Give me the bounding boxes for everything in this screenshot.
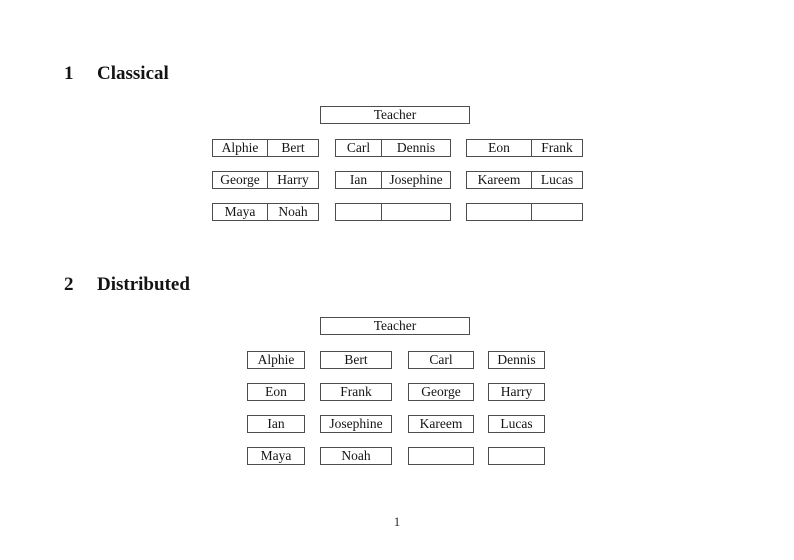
desk: George Harry [212,171,319,189]
teacher-box: Teacher [320,106,470,124]
page-number: 1 [393,514,401,529]
desk: Carl [408,351,474,369]
desk-cell: Carl [346,140,371,155]
desk: Kareem [408,415,474,433]
desk-cell: Josephine [329,416,383,431]
desk-cell: George [220,172,260,187]
desk: Harry [488,383,545,401]
desk: Ian [247,415,305,433]
desk-cell: Bert [344,352,368,367]
desk-cell: Ian [267,416,285,431]
desk-cell-empty [467,204,531,220]
desk-cell: Lucas [531,172,582,188]
desk: Eon [247,383,305,401]
desk-cell: Alphie [221,140,259,155]
desk: Frank [320,383,392,401]
desk [466,203,583,221]
desk-cell: Noah [341,448,371,463]
desk: Dennis [488,351,545,369]
desk-cell-empty [489,448,544,464]
desk-cell: Bert [267,140,318,156]
desk-cell: Frank [340,384,372,399]
desk-cell: Dennis [381,140,450,156]
desk-cell: Lucas [500,416,533,431]
desk: Kareem Lucas [466,171,583,189]
desk-cell-empty [531,204,582,220]
desk: Josephine [320,415,392,433]
desk-cell: Ian [349,172,368,187]
desk: Ian Josephine [335,171,451,189]
section-title: Classical [97,63,169,84]
teacher-label: Teacher [373,107,417,122]
section-number: 1 [64,63,74,84]
desk-cell: Alphie [257,352,295,367]
desk-cell: Maya [224,204,256,219]
desk: Eon Frank [466,139,583,157]
desk: Bert [320,351,392,369]
desk-cell: Eon [488,140,510,155]
desk-cell: Kareem [477,172,521,187]
section-number: 2 [64,274,74,295]
desk-cell-empty [336,204,381,220]
section-title: Distributed [97,274,190,295]
section-heading-distributed: 2 Distributed [64,274,190,296]
desk: Noah [320,447,392,465]
desk: George [408,383,474,401]
desk: Alphie Bert [212,139,319,157]
desk-cell-empty [409,448,473,464]
desk-cell: Maya [260,448,292,463]
desk: Lucas [488,415,545,433]
desk [335,203,451,221]
desk: Maya Noah [212,203,319,221]
desk [488,447,545,465]
desk: Alphie [247,351,305,369]
section-heading-classical: 1 Classical [64,63,169,85]
teacher-box: Teacher [320,317,470,335]
desk-cell: Harry [500,384,533,399]
desk-cell: Josephine [381,172,450,188]
desk-cell-empty [381,204,450,220]
desk-cell: Noah [267,204,318,220]
desk-cell: Frank [531,140,582,156]
desk: Carl Dennis [335,139,451,157]
teacher-label: Teacher [373,318,417,333]
desk-cell: Carl [429,352,453,367]
desk-cell: Kareem [419,416,463,431]
desk-cell: George [421,384,461,399]
desk-cell: Harry [267,172,318,188]
desk: Maya [247,447,305,465]
desk-cell: Eon [265,384,287,399]
desk [408,447,474,465]
desk-cell: Dennis [497,352,536,367]
